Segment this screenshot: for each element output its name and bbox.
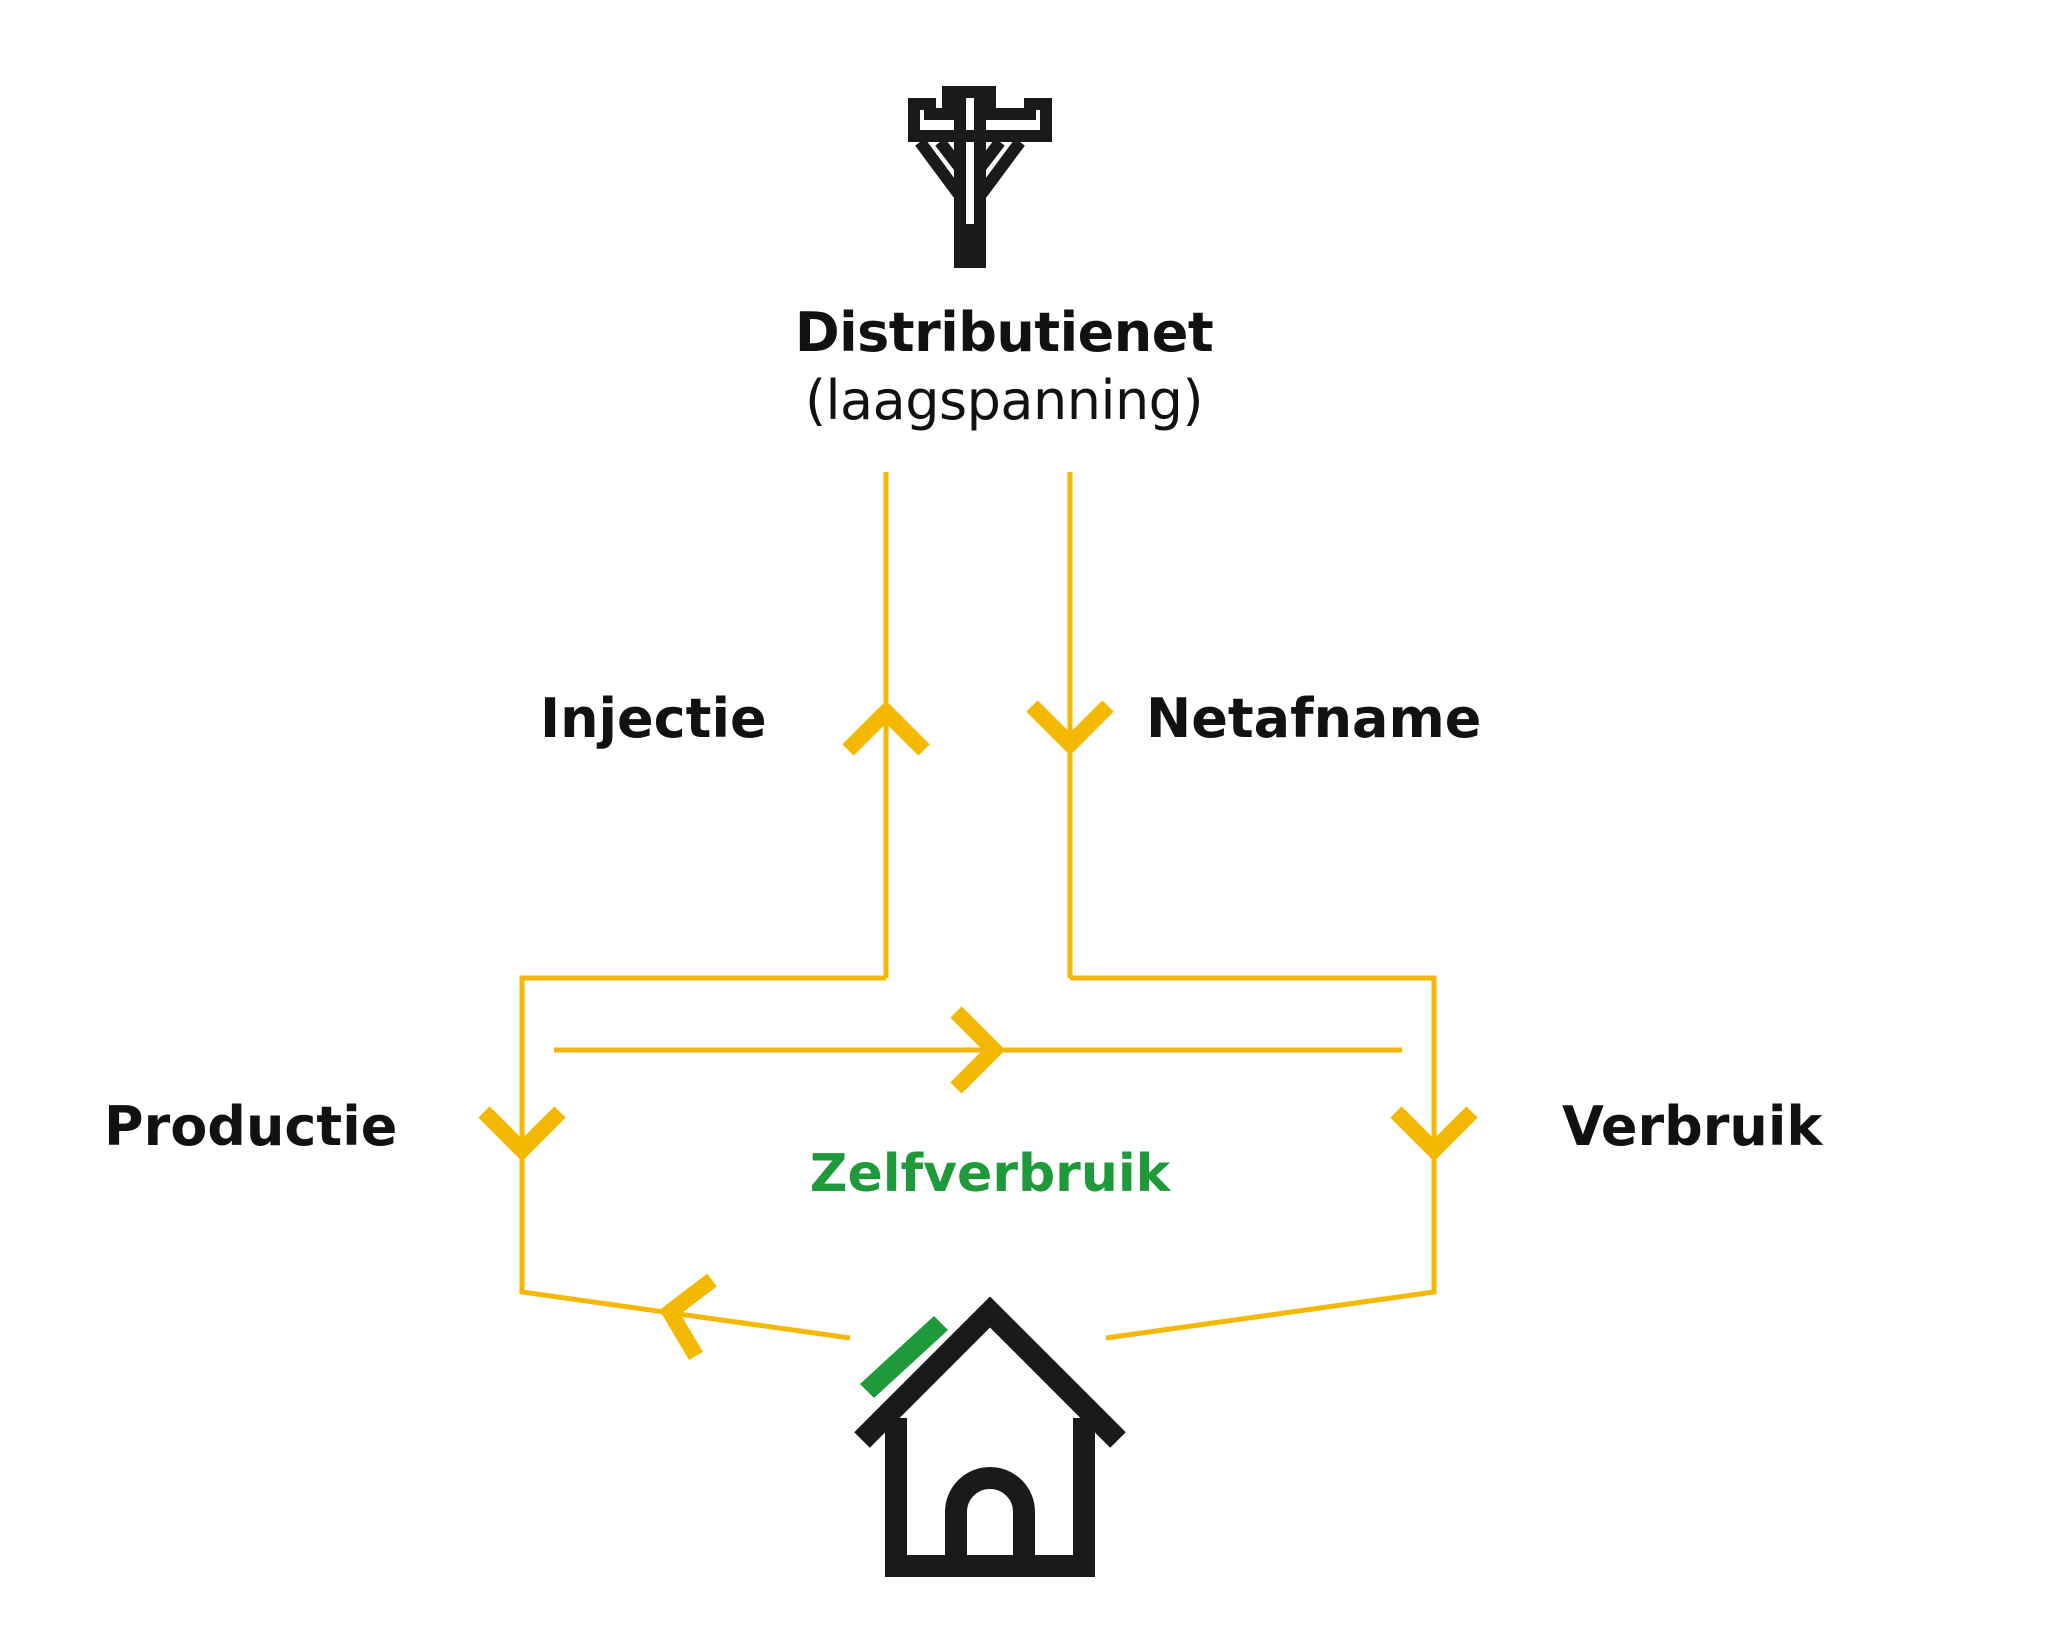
flow-arrows — [478, 700, 1478, 1361]
production-label: Productie — [104, 1095, 398, 1158]
consumption-label: Verbruik — [1562, 1095, 1823, 1158]
production-arrow-left-icon — [659, 1273, 717, 1361]
grid-offtake-label: Netafname — [1146, 687, 1482, 750]
grid-subtitle: (laagspanning) — [804, 369, 1204, 432]
self-consumption-arrow-right-icon — [950, 1006, 1006, 1094]
power-pole-icon — [908, 86, 1052, 268]
distribution-loop — [1070, 975, 1437, 1341]
production-loop — [519, 975, 886, 1341]
house-with-solar-panel-icon — [854, 1296, 1126, 1577]
production-arrow-down-icon — [478, 1106, 566, 1162]
consumption-arrow-down-icon — [1390, 1106, 1478, 1162]
injection-arrow-up-icon — [842, 700, 930, 756]
grid-title: Distributienet — [794, 301, 1214, 364]
flow-lines — [519, 472, 1437, 1341]
grid-offtake-arrow-down-icon — [1026, 700, 1114, 756]
self-consumption-label: Zelfverbruik — [809, 1144, 1171, 1204]
injection-label: Injectie — [540, 687, 767, 750]
solar-panel-icon — [860, 1316, 948, 1398]
